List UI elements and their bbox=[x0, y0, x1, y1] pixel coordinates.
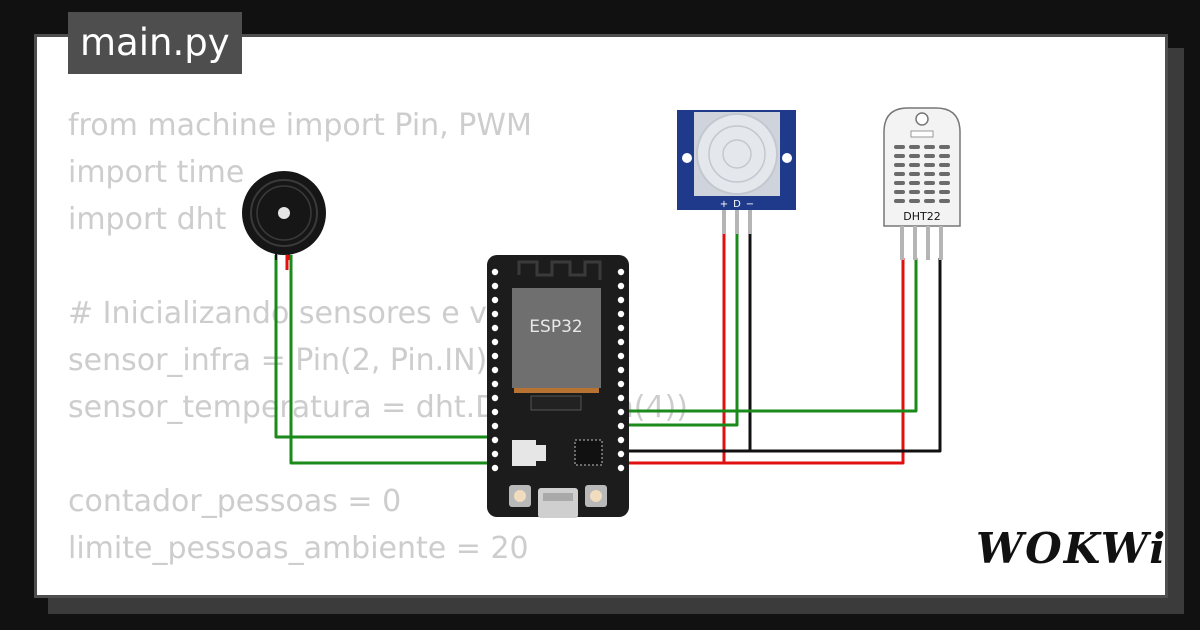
code-line: contador_pessoas = 0 bbox=[68, 484, 402, 519]
wire-buzzer-green-2 bbox=[289, 255, 495, 465]
code-line: import time bbox=[68, 155, 245, 190]
code-line: import dht bbox=[68, 202, 227, 237]
file-tab[interactable]: main.py bbox=[68, 12, 242, 74]
buzzer[interactable] bbox=[242, 171, 326, 260]
wire-pir-green bbox=[624, 232, 739, 427]
esp32-right-pins bbox=[617, 268, 625, 472]
esp32-label: ESP32 bbox=[529, 317, 582, 337]
code-line: sensor_infra = Pin(2, Pin.IN) bbox=[68, 343, 488, 378]
pir-sensor[interactable]: + D− bbox=[677, 110, 796, 234]
wire-dht-red bbox=[624, 258, 905, 465]
wire-dht-black bbox=[624, 258, 942, 453]
svg-text:+D−: + D− bbox=[720, 199, 754, 210]
wire-buzzer-green-1 bbox=[274, 255, 495, 439]
code-preview: from machine import Pin, PWM import time i… bbox=[68, 102, 688, 572]
dht22-sensor[interactable]: DHT22 bbox=[883, 107, 961, 260]
esp32-board[interactable]: ESP32 bbox=[487, 255, 629, 518]
wire-dht-green bbox=[624, 258, 918, 413]
wokwi-logo: WOKWi bbox=[976, 524, 1168, 573]
pir-pin-label: + bbox=[720, 199, 728, 210]
esp32-left-pins bbox=[491, 268, 499, 472]
code-line: sensor_temperatura = dht.DHT22(Pin(4)) bbox=[68, 390, 688, 425]
dht22-label: DHT22 bbox=[903, 210, 940, 223]
code-line: limite_pessoas_ambiente = 20 bbox=[68, 531, 529, 566]
code-line: from machine import Pin, PWM bbox=[68, 108, 532, 143]
pir-pin-label: − bbox=[746, 199, 754, 210]
wire-pir-red bbox=[624, 232, 726, 465]
pir-pin-label: D bbox=[733, 199, 741, 210]
wire-pir-black bbox=[624, 232, 752, 453]
